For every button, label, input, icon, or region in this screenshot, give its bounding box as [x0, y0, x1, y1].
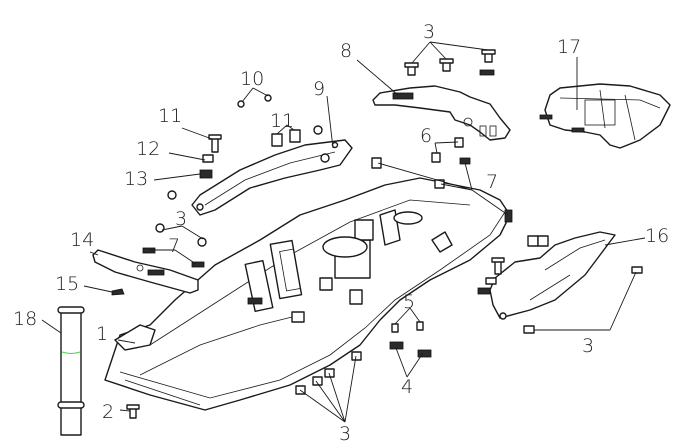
fasteners — [111, 49, 643, 419]
part-9-side-rail — [191, 139, 353, 216]
callout-9: 9 — [313, 78, 325, 100]
callout-13: 13 — [124, 168, 148, 190]
callout-8: 8 — [340, 40, 352, 62]
callout-3-left: 3 — [175, 208, 187, 230]
callout-17: 17 — [557, 36, 581, 58]
callout-12: 12 — [136, 138, 160, 160]
callout-3-bottom: 3 — [339, 423, 351, 445]
callout-14: 14 — [70, 229, 94, 251]
callout-3-side: 3 — [582, 335, 594, 357]
callout-6: 6 — [420, 125, 432, 147]
callout-11-bolt: 11 — [158, 105, 182, 127]
part-8-bracket — [372, 85, 511, 141]
part-17-tail-light — [539, 83, 671, 149]
part-16-side-cover — [489, 231, 616, 320]
callout-16: 16 — [645, 225, 669, 247]
callout-7-plate: 7 — [168, 235, 180, 257]
part-1-undertray — [104, 177, 511, 411]
callout-3-top: 3 — [423, 21, 435, 43]
callout-4: 4 — [401, 376, 413, 398]
callout-7-fender: 7 — [486, 171, 498, 193]
callout-10: 10 — [240, 68, 264, 90]
callout-labels: 1 2 3 3 3 3 4 5 6 7 7 8 9 10 11 11 12 13… — [13, 21, 669, 445]
part-18-strap — [57, 306, 85, 436]
callout-18: 18 — [13, 308, 37, 330]
callout-15: 15 — [55, 273, 79, 295]
callout-2: 2 — [102, 401, 114, 423]
leader-lines — [41, 41, 646, 423]
callout-1: 1 — [96, 323, 108, 345]
callout-11-clips: 11 — [270, 110, 294, 132]
part-14-plate — [92, 249, 199, 294]
callout-5: 5 — [403, 291, 415, 313]
